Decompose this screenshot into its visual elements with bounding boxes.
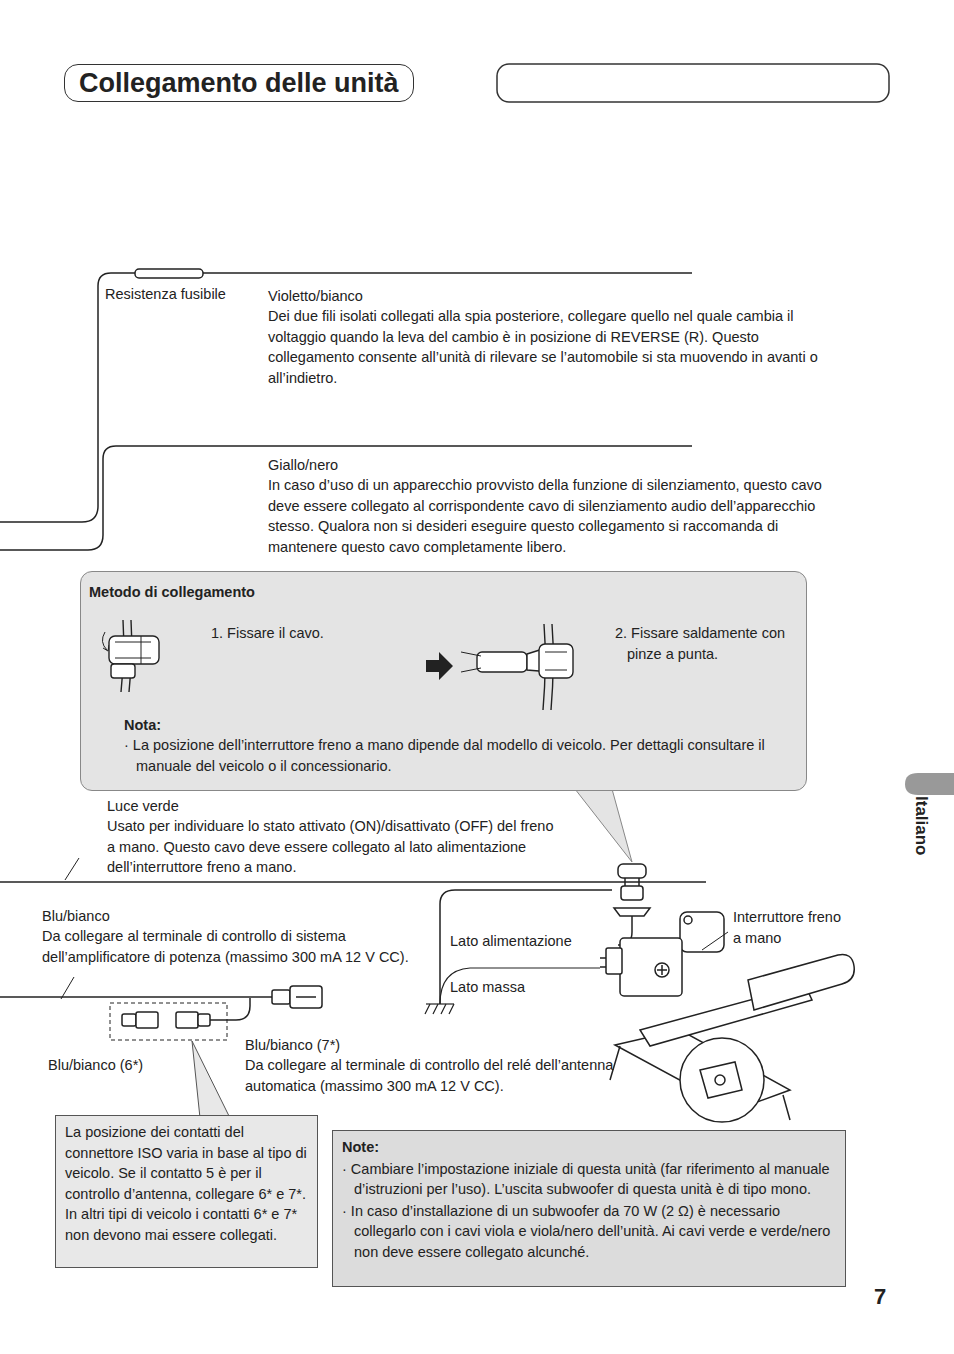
- part-label: Resistenza fusibile: [105, 284, 226, 305]
- wire: [210, 998, 250, 1020]
- note-heading: Note:: [342, 1137, 836, 1158]
- language-tab: [905, 773, 954, 795]
- wire-color: Violetto/bianco: [268, 286, 363, 307]
- wire-note: Dei due fili isolati collegati alla spia…: [268, 306, 828, 388]
- box-heading: Metodo di collegamento: [89, 582, 489, 603]
- ground-symbol: [425, 1004, 454, 1014]
- page-title: Collegamento delle unità: [64, 64, 414, 102]
- wire: [440, 890, 612, 1004]
- page-number: 7: [874, 1287, 886, 1308]
- wire-note: In caso d’uso di un apparecchio provvist…: [268, 475, 828, 557]
- plug-connector: [122, 1012, 210, 1028]
- side-label: Lato alimentazione: [450, 931, 572, 952]
- handbrake-lever: [610, 954, 854, 1122]
- note-text: · La posizione dell’interruttore freno a…: [124, 735, 796, 776]
- wire-note: Da collegare al terminale di controllo d…: [42, 926, 452, 967]
- wire-note: Usato per individuare lo stato attivato …: [107, 816, 557, 878]
- wire-color: Luce verde: [107, 796, 179, 817]
- wire-color: Blu/bianco (6*): [48, 1055, 143, 1076]
- callout-pointer: [575, 789, 632, 862]
- note-heading: Nota:: [124, 715, 324, 736]
- note-text: · In caso d’installazione di un subwoofe…: [342, 1201, 836, 1263]
- step-text: 1. Fissare il cavo.: [211, 623, 431, 644]
- dashed-group: [110, 1003, 227, 1040]
- wire: [0, 881, 706, 883]
- wire-note: Da collegare al terminale di controllo d…: [245, 1055, 630, 1096]
- wire: [440, 968, 600, 1004]
- wire: [0, 996, 272, 998]
- plug-connector: [272, 986, 322, 1008]
- step-text: 2. Fissare saldamente con pinze a punta.: [615, 623, 812, 664]
- note-text: · Cambiare l’impostazione iniziale di qu…: [342, 1159, 836, 1200]
- handbrake-switch: [606, 912, 724, 996]
- fuse-resistor: [135, 269, 203, 278]
- part-label: Interruttore freno a mano: [733, 907, 843, 948]
- note-box: Note:· Cambiare l’impostazione iniziale …: [332, 1130, 846, 1287]
- leader-line: [61, 977, 74, 999]
- side-label: Lato massa: [450, 977, 525, 998]
- tap-connector: [614, 864, 650, 916]
- wire-color: Blu/bianco: [42, 906, 110, 927]
- note-text: La posizione dei contatti del connettore…: [65, 1122, 308, 1245]
- callout-pointer: [192, 1041, 230, 1118]
- language-label: Italiano: [911, 796, 931, 856]
- leader-line: [65, 858, 79, 880]
- header-box: [497, 64, 889, 102]
- wire-color: Blu/bianco (7*): [245, 1035, 340, 1056]
- method-box: Metodo di collegamento 1. Fissare il cavo…: [80, 571, 807, 791]
- note-box: La posizione dei contatti del connettore…: [55, 1115, 318, 1268]
- leader-line: [702, 932, 728, 950]
- wire-color: Giallo/nero: [268, 455, 338, 476]
